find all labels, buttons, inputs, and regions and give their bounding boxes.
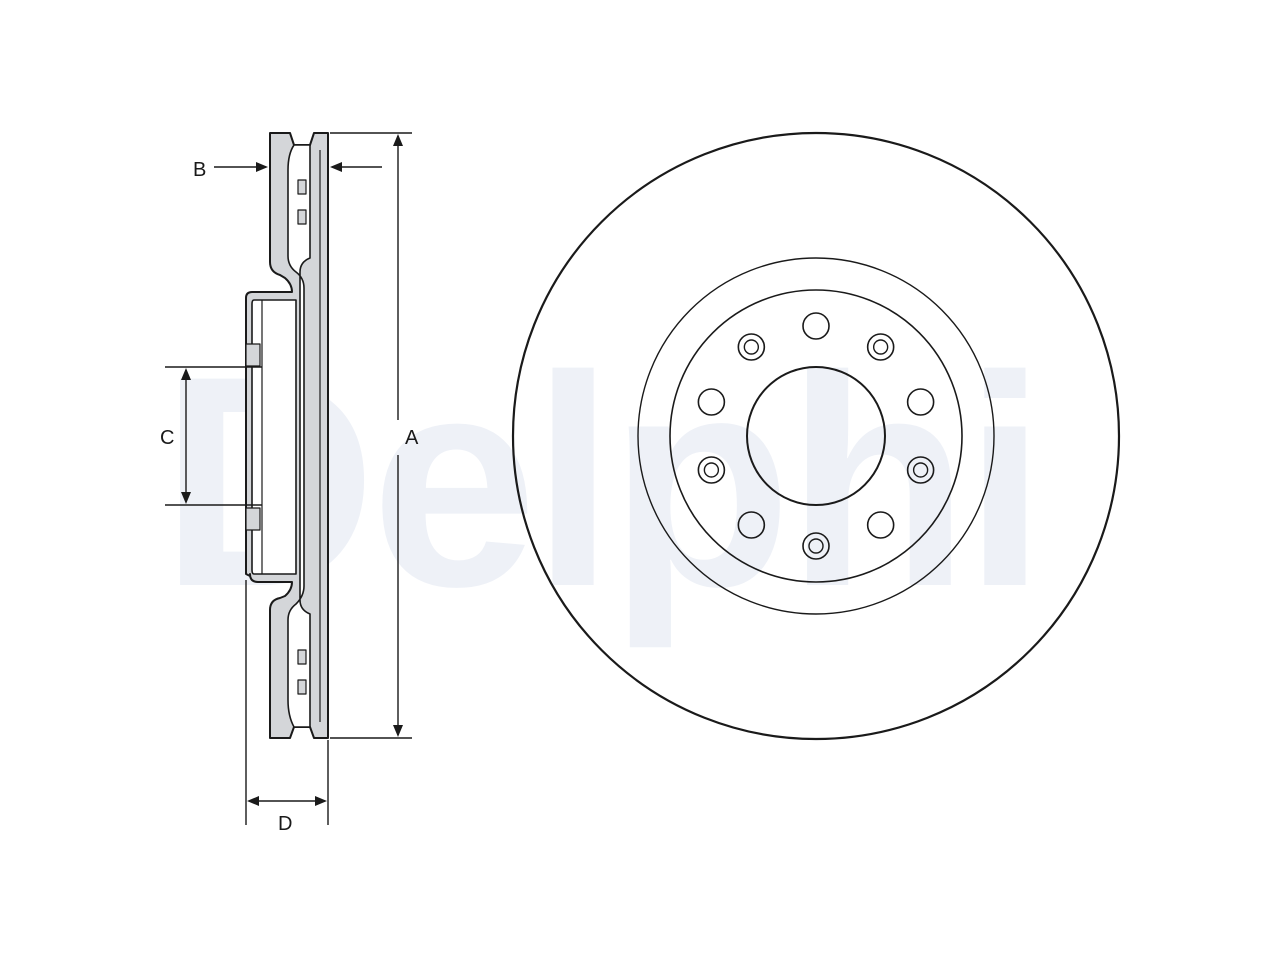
hat-outer-edge [637,257,995,615]
bore-notch [245,507,261,531]
side-section-view [245,132,329,739]
hat-face [251,299,297,575]
vent-mark [297,209,307,225]
dimension-label-b: B [193,159,206,181]
vent-mark [297,179,307,195]
fixing-hole-inner [872,339,889,355]
bolt-hole [906,388,935,416]
fixing-hole [866,333,895,361]
bolt-hole [802,312,830,340]
vent-mark [297,649,307,665]
bolt-hole [697,388,726,416]
fixing-hole [697,456,726,484]
vent-mark [297,679,307,695]
hub-face-edge [669,289,963,583]
fixing-hole-inner [808,538,824,554]
fixing-hole [737,333,766,361]
fixing-hole-inner [743,339,760,355]
bolt-holes [697,312,935,560]
bolt-hole [737,511,766,539]
fixing-hole [802,532,830,560]
dimension-label-a: A [405,427,419,449]
fixing-hole-inner [912,462,929,478]
dimension-lines [165,132,412,825]
fixing-hole-inner [703,462,720,478]
fixing-hole [906,456,935,484]
outer-disc-edge [511,131,1121,741]
dimension-label-d: D [278,813,292,835]
center-bore [746,366,886,506]
front-view [511,131,1121,741]
dimension-label-c: C [160,427,174,449]
bore-notch [245,343,261,367]
vent-channel [287,144,311,728]
dimension-arrows [181,134,403,806]
bolt-hole [866,511,895,539]
